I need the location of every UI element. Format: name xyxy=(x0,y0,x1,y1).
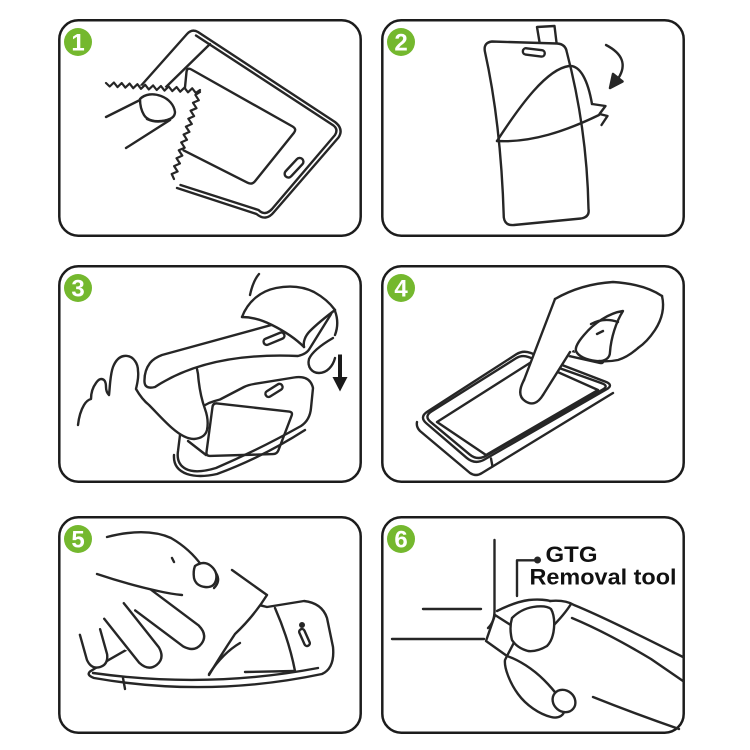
svg-text:3: 3 xyxy=(71,276,84,303)
svg-text:Removal tool: Removal tool xyxy=(530,565,677,590)
svg-text:5: 5 xyxy=(71,527,84,554)
svg-text:4: 4 xyxy=(394,276,408,303)
svg-text:6: 6 xyxy=(394,527,407,554)
svg-text:GTG: GTG xyxy=(546,542,598,567)
svg-text:1: 1 xyxy=(71,30,84,57)
svg-text:2: 2 xyxy=(394,30,407,57)
